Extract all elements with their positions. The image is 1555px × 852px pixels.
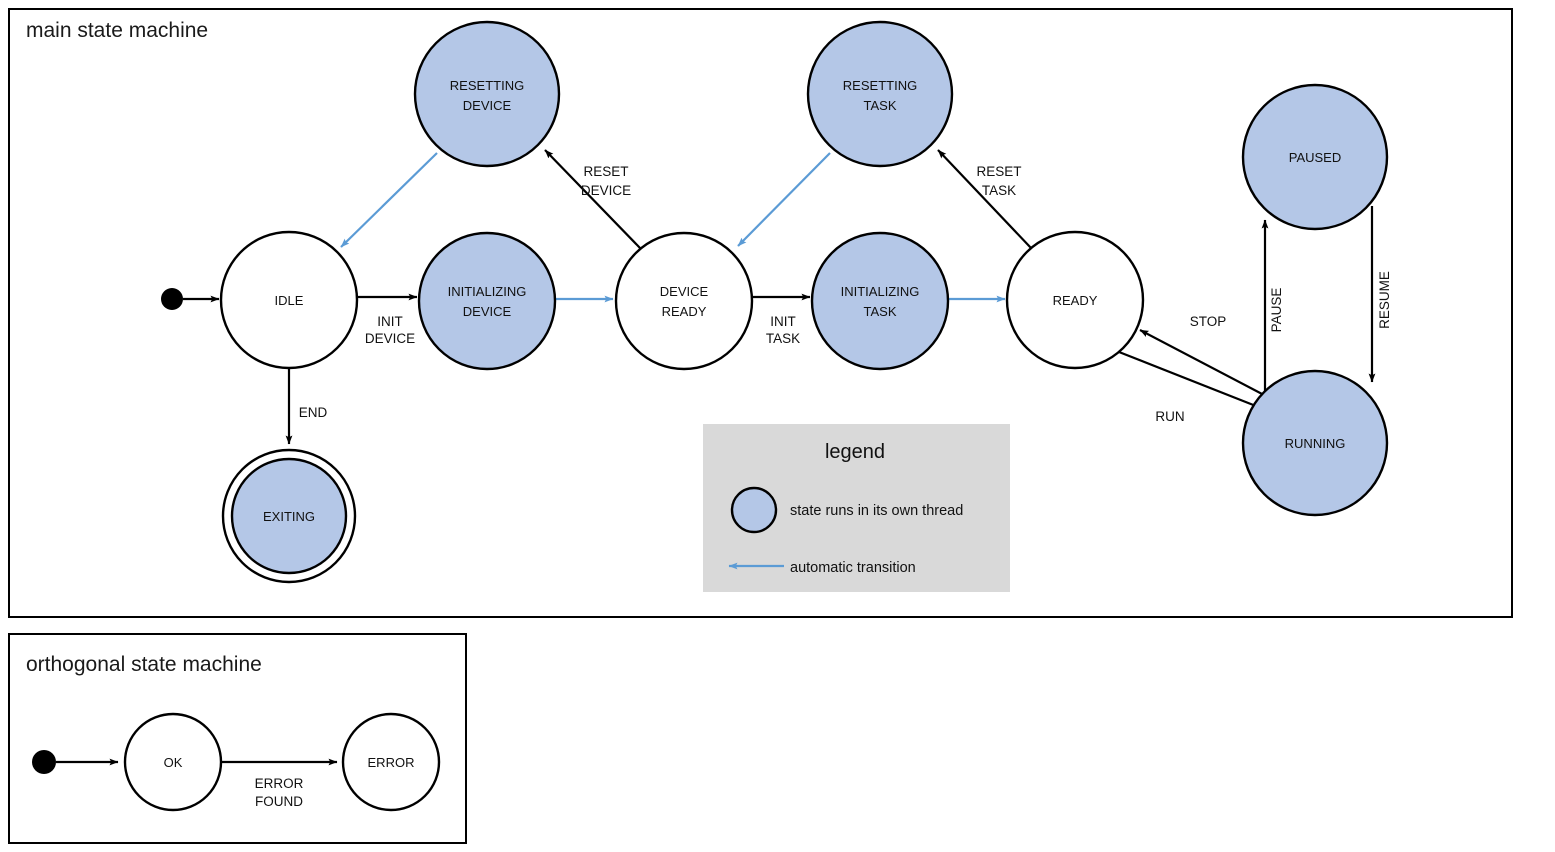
state-initializing-device-label-line2: DEVICE [463, 304, 512, 319]
state-initializing-device-circle[interactable] [417, 231, 557, 371]
state-resetting-device-label-line1: RESETTING [450, 78, 524, 93]
transition-reset-task: RESET TASK [937, 149, 1032, 249]
state-ok[interactable]: OK [123, 712, 223, 812]
edge-label-reset-task-line2: TASK [982, 183, 1016, 198]
state-resetting-device-label-line2: DEVICE [463, 98, 512, 113]
edge-running-ready [1139, 329, 1265, 396]
legend-item-auto-transition: automatic transition [728, 560, 916, 576]
edge-resetting-task-device-ready [737, 152, 831, 247]
legend-item-auto-transition-label: automatic transition [790, 560, 916, 576]
edge-label-reset-device-line2: DEVICE [581, 183, 631, 198]
orthogonal-transition-start-ok [32, 750, 119, 774]
edge-label-resume: RESUME [1377, 271, 1392, 329]
state-ok-circle[interactable] [123, 712, 223, 812]
transition-resetting-device-to-idle [340, 152, 438, 248]
state-paused-circle[interactable] [1241, 83, 1389, 231]
transition-stop: STOP [1139, 314, 1265, 396]
edge-label-pause: PAUSE [1269, 288, 1284, 333]
state-ready-label: READY [1053, 293, 1098, 308]
state-initializing-device[interactable]: INITIALIZING DEVICE [417, 231, 557, 371]
transition-init-device: INIT DEVICE [357, 293, 418, 346]
transition-pause: PAUSE [1261, 219, 1284, 396]
initial-state-dot-main [161, 288, 183, 310]
edge-label-end: END [299, 405, 328, 420]
main-state-machine-title: main state machine [26, 19, 208, 42]
state-initializing-task-circle[interactable] [810, 231, 950, 371]
state-resetting-device-circle[interactable] [413, 20, 561, 168]
edge-resetting-device-idle [340, 152, 438, 248]
state-exiting-label: EXITING [263, 509, 315, 524]
state-resetting-task-label-line2: TASK [864, 98, 897, 113]
state-paused-label: PAUSED [1289, 150, 1342, 165]
state-paused[interactable]: PAUSED [1241, 83, 1389, 231]
edge-label-run: RUN [1155, 409, 1184, 424]
state-device-ready-circle[interactable] [614, 231, 754, 371]
state-running[interactable]: RUNNING [1241, 369, 1389, 517]
legend-title: legend [825, 441, 885, 463]
edge-label-error-found-line2: FOUND [255, 794, 303, 809]
transition-start-idle [161, 288, 220, 310]
state-resetting-task-label-line1: RESETTING [843, 78, 917, 93]
edge-label-init-task-line2: TASK [766, 331, 800, 346]
legend: legend state runs in its own thread auto… [703, 424, 1010, 592]
state-initializing-task-label-line1: INITIALIZING [841, 284, 920, 299]
state-running-circle[interactable] [1241, 369, 1389, 517]
edge-ready-running [1118, 350, 1267, 412]
state-resetting-task[interactable]: RESETTING TASK [806, 20, 954, 168]
state-ready[interactable]: READY [1005, 230, 1145, 370]
initial-state-dot-orthogonal [32, 750, 56, 774]
state-idle[interactable]: IDLE [219, 230, 359, 370]
state-error-label: ERROR [368, 755, 415, 770]
state-exiting-circle[interactable] [230, 457, 348, 575]
state-exiting[interactable]: EXITING [221, 448, 357, 584]
transition-resetting-task-to-device-ready [737, 152, 831, 247]
state-ready-circle[interactable] [1005, 230, 1145, 370]
edge-label-init-device-line1: INIT [377, 314, 403, 329]
legend-item-thread-label: state runs in its own thread [790, 503, 963, 519]
state-error-circle[interactable] [341, 712, 441, 812]
transition-resume: RESUME [1368, 206, 1392, 383]
edge-label-error-found-line1: ERROR [255, 776, 304, 791]
edge-label-init-task-line1: INIT [770, 314, 796, 329]
transition-reset-device: RESET DEVICE [544, 149, 641, 249]
state-idle-circle[interactable] [219, 230, 359, 370]
legend-thread-circle-icon [730, 486, 778, 534]
edge-label-reset-device-line1: RESET [583, 164, 628, 179]
state-ok-label: OK [164, 755, 183, 770]
transition-run: RUN [1118, 350, 1267, 424]
transition-end: END [285, 366, 328, 445]
state-initializing-task-label-line2: TASK [864, 304, 897, 319]
edge-label-reset-task-line1: RESET [976, 164, 1021, 179]
orthogonal-state-machine-title: orthogonal state machine [26, 653, 262, 676]
state-initializing-device-label-line1: INITIALIZING [448, 284, 527, 299]
state-idle-label: IDLE [275, 293, 304, 308]
edge-label-stop: STOP [1190, 314, 1227, 329]
state-initializing-task[interactable]: INITIALIZING TASK [810, 231, 950, 371]
state-device-ready[interactable]: DEVICE READY [614, 231, 754, 371]
transition-init-task: INIT TASK [752, 293, 811, 346]
edge-label-init-device-line2: DEVICE [365, 331, 415, 346]
state-error[interactable]: ERROR [341, 712, 441, 812]
state-device-ready-label-line1: DEVICE [660, 284, 709, 299]
edge-device-ready-resetting-device [544, 149, 641, 249]
state-device-ready-label-line2: READY [662, 304, 707, 319]
state-resetting-task-circle[interactable] [806, 20, 954, 168]
state-resetting-device[interactable]: RESETTING DEVICE [413, 20, 561, 168]
edge-ready-resetting-task [937, 149, 1032, 249]
legend-item-thread: state runs in its own thread [730, 486, 963, 534]
orthogonal-transition-error-found: ERROR FOUND [221, 758, 338, 809]
state-running-label: RUNNING [1285, 436, 1346, 451]
